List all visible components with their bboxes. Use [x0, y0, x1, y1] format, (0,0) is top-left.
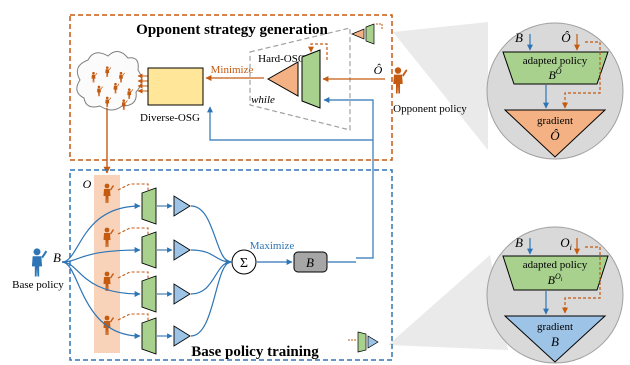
top-zoom-gradient-symbol: Ô [550, 128, 560, 143]
top-zoom-cone [393, 22, 488, 150]
opponent-strategy-title: Opponent strategy generation [136, 22, 328, 38]
top-zoom-policy [502, 51, 609, 85]
top-mini-icon [351, 23, 383, 45]
b-fan-lines [61, 203, 141, 339]
bottom-zoom-cone [388, 255, 508, 350]
top-zoom-o-input: Ô [561, 30, 571, 45]
merge-lines [190, 205, 232, 337]
b-to-hard-osg [323, 97, 374, 259]
top-zoom-orange-loop [562, 41, 601, 109]
b-input-symbol: B [53, 250, 61, 265]
opponent-strategy-box [69, 14, 393, 161]
while-label: while [251, 94, 275, 106]
bottom-zoom-gradient [503, 315, 607, 363]
opponent-hat-symbol: Ô [374, 63, 383, 77]
hard-osg-loop [308, 43, 328, 60]
top-zoom-policy-label: adapted policy [523, 55, 588, 67]
minimize-label: Minimize [211, 64, 254, 76]
maximize-label: Maximize [250, 240, 295, 252]
bottom-zoom-policy-math: BOi [548, 272, 563, 287]
hard-osg-policy [301, 49, 321, 109]
hard-osg-gradient [266, 61, 299, 97]
b-box-label: B [306, 255, 314, 270]
base-policy-label: Base policy [12, 279, 64, 291]
bottom-zoom-o-input: Oi [560, 235, 572, 252]
bottom-zoom-gradient-symbol: B [551, 334, 559, 349]
sum-symbol: Σ [240, 256, 248, 271]
policy-rows [117, 183, 191, 355]
opponent-policy-label: Opponent policy [393, 103, 467, 115]
diverse-osg-label: Diverse-OSG [140, 112, 200, 124]
hard-osg-box [249, 27, 351, 131]
base-training-title: Base policy training [191, 344, 319, 360]
opponent-pool-cloud [76, 51, 142, 111]
bottom-zoom-policy-label: adapted policy [523, 259, 588, 271]
opponent-policy-figure [393, 67, 408, 94]
b-to-diverse [207, 106, 373, 141]
bottom-zoom-orange-loop [562, 246, 601, 314]
diverse-to-cloud-arrows [137, 73, 148, 94]
sum-node [231, 249, 257, 275]
top-zoom-policy-math: BÔ [548, 66, 561, 82]
bottom-zoom-policy [502, 255, 609, 291]
hard-osg-label: Hard-OSG [258, 53, 306, 65]
bottom-zoom-b-input: B [515, 235, 523, 250]
top-zoom-gradient [503, 109, 607, 158]
o-symbol: O [83, 177, 92, 191]
top-zoom-gradient-label: gradient [537, 115, 573, 127]
bottom-mini-icon [348, 331, 379, 353]
diverse-osg-box [147, 67, 204, 106]
top-zoom-b-input: B [515, 30, 523, 45]
bottom-zoom-gradient-label: gradient [537, 321, 573, 333]
base-policy-figure [31, 248, 48, 277]
